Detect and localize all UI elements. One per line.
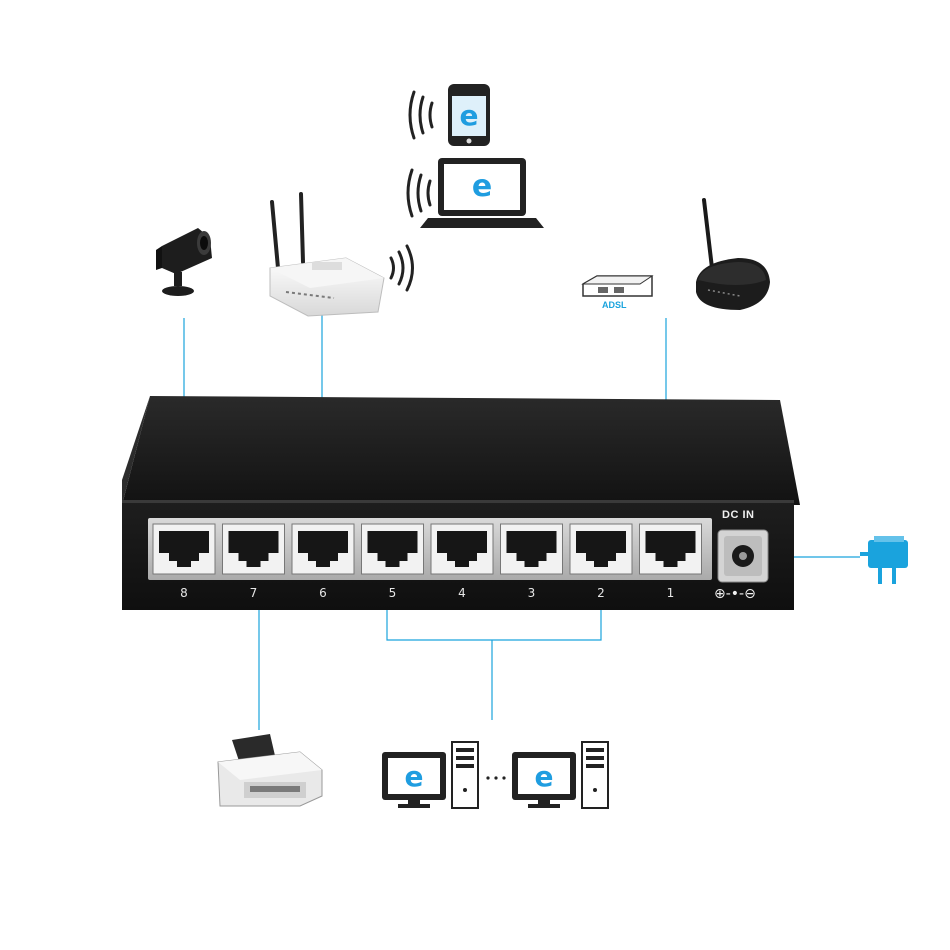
- ethernet-port-2[interactable]: [569, 523, 633, 575]
- black-router-icon: [696, 198, 770, 310]
- dc-jack[interactable]: [717, 529, 769, 583]
- ethernet-port-6[interactable]: [291, 523, 355, 575]
- ellipsis-dots: [486, 776, 506, 780]
- port-number-label: 6: [319, 586, 327, 600]
- laptop-icon: [420, 158, 544, 228]
- switch-top: [122, 396, 800, 505]
- desktop-computer-icon: [382, 741, 479, 809]
- adsl-modem-icon: [581, 275, 654, 297]
- desktop-computer-icon: [512, 741, 609, 809]
- smartphone-icon: [448, 84, 490, 146]
- security-camera-icon: [156, 228, 212, 296]
- network-switch: [122, 396, 800, 610]
- port-number-label: 7: [249, 586, 258, 600]
- ethernet-port-1[interactable]: [639, 523, 702, 575]
- phone-wifi-signal-icon: [408, 90, 434, 140]
- computer-2-screen-glyph: e: [535, 760, 554, 793]
- ethernet-port-5[interactable]: [361, 523, 424, 575]
- port-number-label: 3: [527, 586, 536, 600]
- port-number-label: 4: [458, 586, 466, 600]
- port-number-label: 2: [597, 586, 605, 600]
- adsl-label: ADSL: [602, 300, 627, 310]
- phone-screen-glyph: e: [460, 99, 479, 132]
- ethernet-port-7[interactable]: [222, 523, 285, 575]
- ethernet-port-4[interactable]: [430, 523, 494, 575]
- port-number-label: 5: [388, 586, 397, 600]
- wireless-router-icon: [269, 192, 385, 317]
- computer-1-screen-glyph: e: [405, 760, 424, 793]
- switch-left-side: [122, 396, 150, 505]
- ethernet-port-3[interactable]: [500, 523, 563, 575]
- ethernet-ports: [152, 523, 702, 575]
- ethernet-port-8[interactable]: [152, 523, 216, 575]
- laptop-wifi-signal-icon: [406, 168, 432, 218]
- laptop-screen-glyph: e: [472, 169, 492, 204]
- printer-icon: [217, 734, 323, 807]
- port-number-label: 8: [180, 586, 188, 600]
- link-computers-ports-5-2: [386, 595, 602, 641]
- port-number-label: 1: [666, 586, 675, 600]
- wifi-signal-icon: [389, 244, 414, 292]
- polarity-symbol: ⊕-•-⊖: [714, 586, 756, 602]
- power-adapter-icon: [860, 536, 908, 584]
- dc-in-label: DC IN: [722, 509, 755, 521]
